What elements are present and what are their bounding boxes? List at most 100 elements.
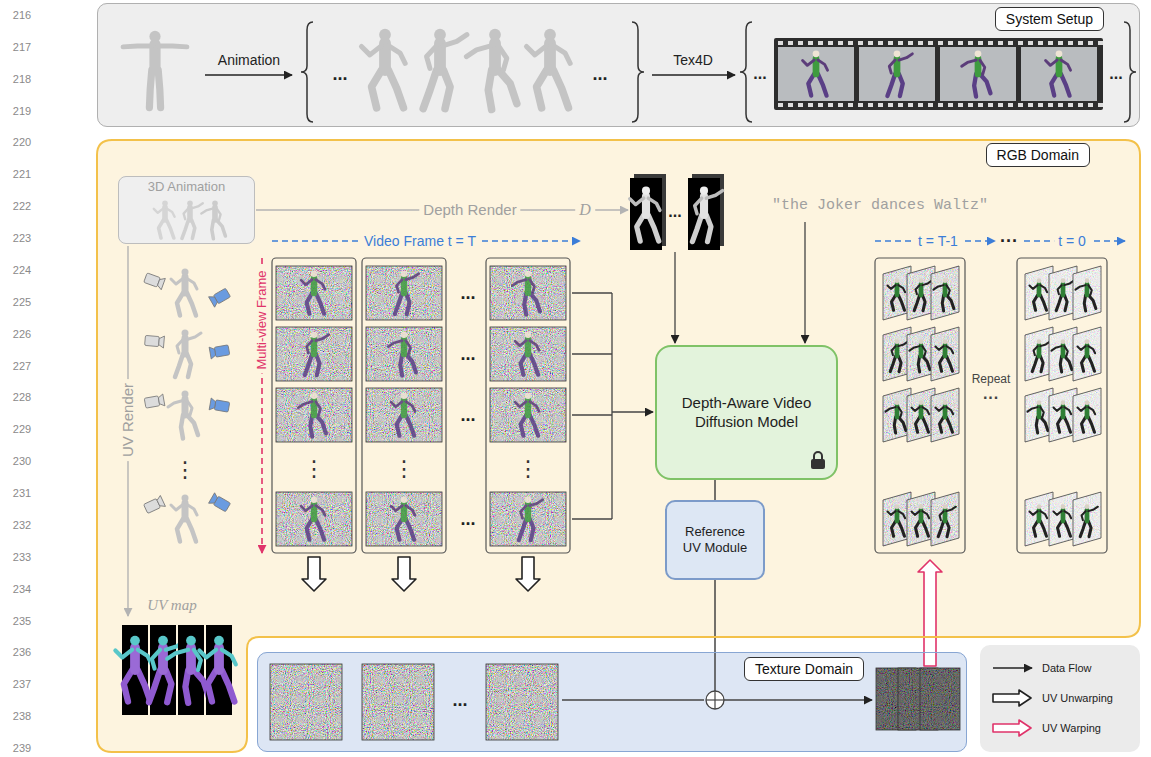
limb (1040, 521, 1046, 536)
limb (298, 402, 312, 408)
line-number: 221 (13, 168, 31, 181)
head (1085, 339, 1090, 344)
camera-body (214, 345, 230, 357)
human-figure (911, 400, 929, 432)
line-number: 239 (13, 742, 31, 755)
limb (887, 74, 895, 96)
head (895, 278, 900, 283)
limb (524, 293, 526, 315)
limb (530, 280, 535, 293)
limb (406, 274, 419, 280)
head (130, 636, 140, 646)
head (943, 504, 948, 509)
camera-lens (158, 336, 164, 348)
head (401, 270, 407, 276)
ellipsis: ... (753, 65, 766, 83)
head (919, 400, 924, 405)
limb (1051, 74, 1057, 96)
limb (406, 415, 414, 436)
limb (946, 417, 952, 432)
limb (892, 521, 896, 536)
sprocket-hole (798, 41, 803, 45)
image-frame (931, 388, 959, 442)
human-figure (512, 270, 540, 314)
limb (898, 356, 901, 372)
sprocket-hole (788, 41, 793, 45)
limb (222, 650, 236, 665)
line-number: 229 (13, 423, 31, 436)
bracket (632, 22, 644, 122)
image-wash (490, 388, 566, 442)
limb (154, 208, 164, 212)
limb (1053, 407, 1061, 411)
limb (1064, 356, 1071, 370)
head (214, 636, 224, 646)
noise-image (490, 492, 566, 546)
limb (898, 521, 904, 536)
limb (1046, 60, 1058, 65)
sprocket-hole (1078, 41, 1083, 45)
limb (521, 354, 527, 375)
sprocket-hole (838, 41, 843, 45)
noise-image (276, 327, 352, 381)
line-number: 219 (13, 104, 31, 117)
image-wash (276, 266, 352, 320)
limb (316, 506, 325, 516)
limb (1051, 346, 1061, 350)
limb (892, 346, 896, 355)
image-wash (366, 327, 442, 381)
human-figure (887, 50, 912, 96)
sprocket-hole (928, 103, 933, 107)
camera-icon (143, 495, 165, 514)
limb (526, 46, 546, 55)
limb (946, 356, 952, 371)
bracket (1124, 22, 1136, 122)
uv-frame (206, 625, 232, 715)
human-figure (803, 50, 828, 95)
head (182, 269, 189, 276)
head (212, 200, 218, 206)
image-wash (1073, 327, 1101, 381)
ellipsis: ⋮ (303, 456, 325, 481)
limb (388, 341, 402, 347)
limb (630, 198, 644, 204)
unwarp-arrow (516, 557, 540, 591)
sprocket-hole (858, 103, 863, 107)
film-frame (1021, 47, 1097, 101)
limb (1088, 356, 1094, 371)
human-figure (962, 50, 991, 96)
image-frame (490, 492, 566, 546)
head (1061, 400, 1066, 405)
image-frame (366, 388, 442, 442)
lock-shackle (814, 452, 822, 459)
camera-lens (209, 493, 219, 506)
camera-lens (209, 294, 219, 307)
image-wash (931, 492, 959, 546)
head (311, 496, 317, 502)
sprocket-hole (898, 103, 903, 107)
image-frame (486, 664, 558, 740)
head (1085, 278, 1090, 283)
head (401, 331, 407, 337)
ellipsis: ⋮ (517, 456, 539, 481)
flow-line (572, 518, 612, 519)
head (525, 392, 531, 398)
uv-frame (178, 625, 204, 715)
limb (187, 415, 198, 435)
limb (922, 417, 928, 432)
sprocket-hole (1088, 103, 1093, 107)
sprocket-hole (848, 41, 853, 45)
limb (208, 670, 216, 702)
note-label: Repeat (972, 373, 1011, 387)
human-figure (1077, 400, 1095, 432)
film-frame (940, 47, 1016, 101)
head (525, 331, 531, 337)
image-wash (366, 388, 442, 442)
limb (530, 341, 539, 351)
sprocket-hole (1098, 41, 1103, 45)
limb (695, 198, 702, 214)
human-figure (466, 29, 516, 110)
human-figure (1075, 278, 1095, 311)
ellipsis: ··· (983, 389, 999, 407)
head (919, 504, 924, 509)
